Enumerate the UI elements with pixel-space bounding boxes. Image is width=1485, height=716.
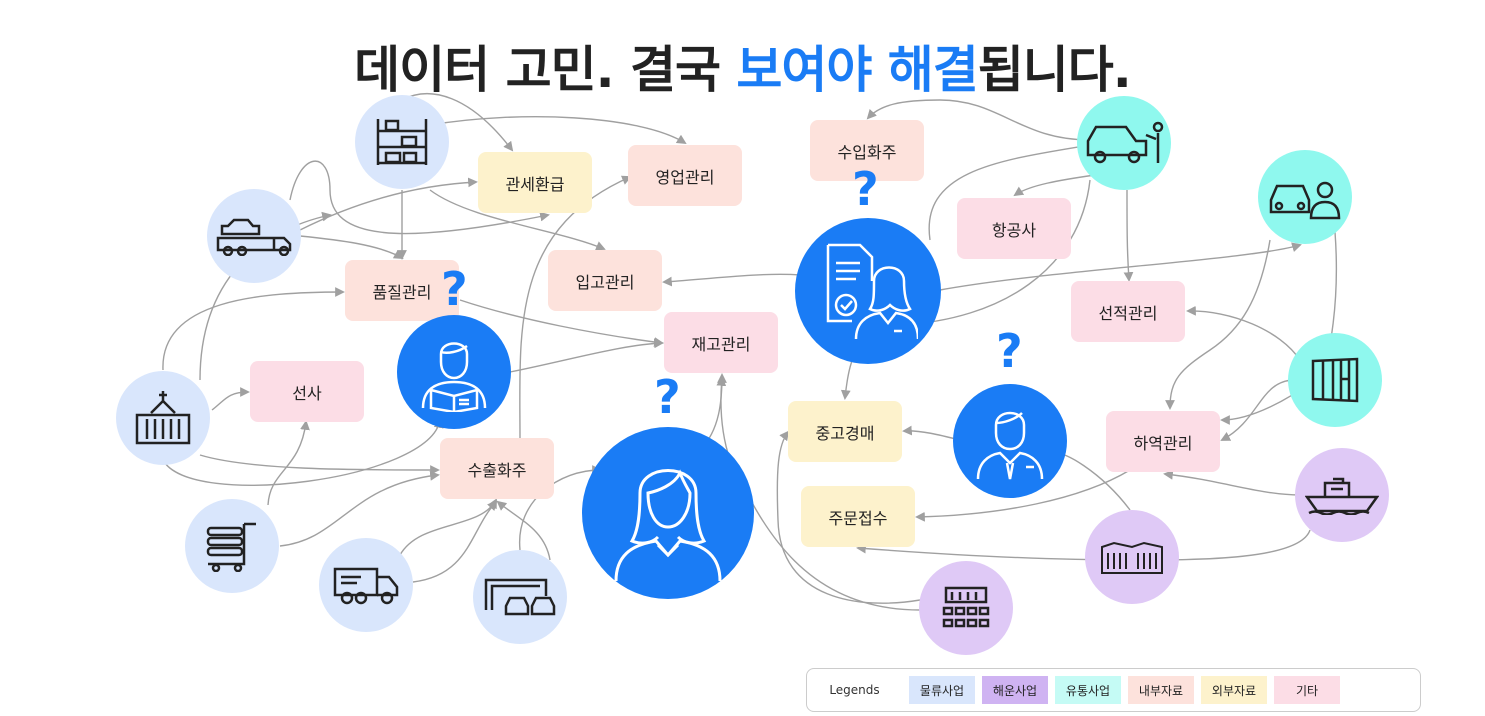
box-label: 항공사 <box>991 220 1037 240</box>
page-title: 데이터 고민. 결국 보여야 해결됩니다. <box>0 30 1485 102</box>
question-mark-icon: ? <box>852 162 879 216</box>
legend-item-external-data: 외부자료 <box>1201 676 1267 704</box>
box-label: 하역관리 <box>1133 433 1193 453</box>
box-shipping-line[interactable]: 선사 <box>250 361 364 422</box>
pipe-cart-icon <box>185 499 279 593</box>
box-label: 선사 <box>292 383 322 403</box>
title-text: 데이터 고민. 결국 <box>354 41 737 99</box>
title-highlight: 보여야 해결 <box>736 41 978 99</box>
legend-item-shipping: 해운사업 <box>982 676 1048 704</box>
box-label: 선적관리 <box>1098 303 1158 323</box>
box-quality-mgmt[interactable]: 품질관리 <box>345 260 459 321</box>
legend-item-other: 기타 <box>1274 676 1340 704</box>
box-order-intake[interactable]: 주문접수 <box>801 486 915 547</box>
legend-item-distribution: 유통사업 <box>1055 676 1121 704</box>
truck-icon <box>319 538 413 632</box>
ship-icon <box>1295 448 1389 542</box>
question-mark-icon: ? <box>654 370 681 424</box>
box-receiving-mgmt[interactable]: 입고관리 <box>548 250 662 311</box>
legend-item-internal-data: 내부자료 <box>1128 676 1194 704</box>
box-label: 중고경매 <box>815 423 875 443</box>
question-mark-icon: ? <box>441 262 468 316</box>
legend-item-logistics: 물류사업 <box>909 676 975 704</box>
box-customs-refund[interactable]: 관세환급 <box>478 152 592 213</box>
box-import-shipper[interactable]: 수입화주 <box>810 120 924 181</box>
businessman-icon <box>953 384 1067 498</box>
garage-cars-icon <box>473 550 567 644</box>
title-text-end: 됩니다. <box>977 41 1132 99</box>
box-label: 품질관리 <box>372 282 432 302</box>
person-reading-icon <box>397 315 511 429</box>
box-shipping-mgmt[interactable]: 선적관리 <box>1071 281 1185 342</box>
box-label: 수출화주 <box>467 460 527 480</box>
crane-container-icon <box>116 371 210 465</box>
box-label: 재고관리 <box>691 334 751 354</box>
building-icon <box>919 561 1013 655</box>
factory-icon <box>1085 510 1179 604</box>
car-carrier-truck-icon <box>207 189 301 283</box>
box-label: 관세환급 <box>505 174 565 194</box>
box-label: 수입화주 <box>837 142 897 162</box>
legend-title: Legends <box>829 683 880 697</box>
warehouse-shelf-icon <box>355 95 449 189</box>
box-used-auction[interactable]: 중고경매 <box>788 401 902 462</box>
box-unloading-mgmt[interactable]: 하역관리 <box>1106 411 1220 472</box>
woman-icon <box>582 427 754 599</box>
box-export-shipper[interactable]: 수출화주 <box>440 438 554 499</box>
box-inventory-mgmt[interactable]: 재고관리 <box>664 312 778 373</box>
box-label: 주문접수 <box>828 508 888 528</box>
car-customer-icon <box>1258 150 1352 244</box>
legend: Legends 물류사업 해운사업 유통사업 내부자료 외부자료 기타 <box>806 668 1421 712</box>
box-label: 영업관리 <box>655 167 715 187</box>
container-icon <box>1288 333 1382 427</box>
question-mark-icon: ? <box>996 324 1023 378</box>
box-airline[interactable]: 항공사 <box>957 198 1071 259</box>
document-approval-person-icon <box>795 218 941 364</box>
car-mechanic-icon <box>1077 96 1171 190</box>
box-label: 입고관리 <box>575 272 635 292</box>
box-sales-mgmt[interactable]: 영업관리 <box>628 145 742 206</box>
